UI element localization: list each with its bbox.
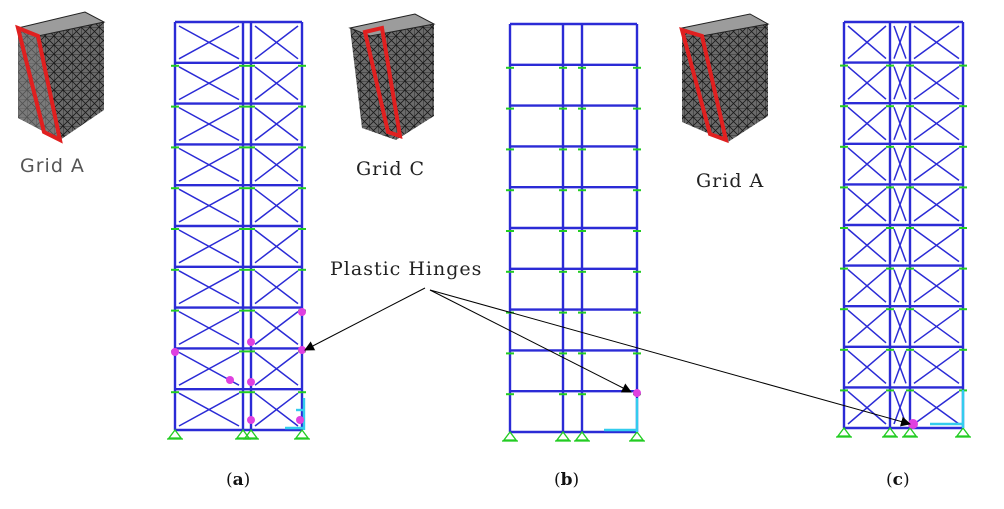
support-icon [502, 430, 518, 441]
brace [913, 268, 960, 303]
plastic-hinge-icon [247, 416, 255, 424]
brace [254, 66, 299, 101]
brace [254, 107, 299, 141]
frame-b [502, 22, 645, 442]
brace [893, 228, 907, 262]
brace [178, 25, 240, 60]
support-icon [629, 430, 645, 441]
support-icon [955, 426, 971, 437]
brace [178, 188, 240, 223]
brace [893, 106, 907, 141]
brace [893, 391, 907, 425]
plastic-hinge-icon [298, 308, 306, 316]
plastic-hinge-icon [247, 338, 255, 346]
brace [178, 106, 240, 142]
plastic-hinge-icon [296, 416, 304, 424]
brace [913, 228, 960, 263]
plastic-hinge-icon [226, 376, 234, 384]
building-thumbnail-2 [348, 13, 436, 140]
annotation-arrows [304, 287, 911, 427]
brace [893, 309, 907, 344]
brace [913, 106, 960, 141]
brace [847, 187, 887, 222]
grid-highlight [15, 24, 63, 144]
building-thumbnail-3 [679, 13, 770, 144]
brace [178, 229, 240, 264]
brace [178, 392, 240, 427]
plastic-hinge-icon [298, 346, 306, 354]
brace [254, 311, 299, 345]
brace [847, 228, 887, 263]
brace [847, 66, 887, 100]
brace [913, 350, 960, 385]
frame-a [167, 20, 310, 440]
brace [893, 147, 907, 181]
plastic-hinge-icon [171, 348, 179, 356]
brace [254, 392, 299, 427]
caption-a: (a) [226, 470, 251, 490]
brace [847, 350, 887, 384]
frame-c [836, 20, 971, 438]
support-icon [902, 426, 918, 437]
brace [254, 229, 299, 264]
support-icon [574, 430, 590, 441]
brace [893, 350, 907, 384]
brace [893, 25, 907, 59]
brace [178, 270, 240, 305]
arrow-to-frame-c [429, 289, 911, 427]
brace [913, 25, 960, 60]
grid-highlight [679, 27, 729, 144]
building-thumbnail-1 [15, 11, 106, 144]
support-icon [836, 426, 852, 437]
grid-a-label-right: Grid A [696, 170, 765, 192]
brace [254, 188, 299, 223]
brace [893, 188, 907, 222]
brace [254, 270, 299, 305]
support-icon [882, 426, 898, 437]
brace [178, 310, 240, 346]
support-icon [555, 430, 571, 441]
brace [913, 147, 960, 182]
brace [847, 147, 887, 181]
brace [913, 309, 960, 344]
brace [254, 147, 299, 182]
brace [913, 65, 960, 100]
brace [893, 66, 907, 100]
grid-a-label-left: Grid A [20, 155, 85, 177]
brace [847, 269, 887, 303]
support-icon [167, 428, 183, 439]
brace [254, 25, 299, 60]
support-icon [235, 428, 251, 439]
brace [893, 269, 907, 303]
plastic-hinges-label: Plastic Hinges [330, 258, 483, 280]
brace [913, 187, 960, 222]
grid-highlight [362, 25, 403, 139]
brace [847, 106, 887, 141]
brace [847, 309, 887, 344]
brace [847, 25, 887, 60]
plastic-hinge-icon [633, 389, 641, 397]
brace [178, 147, 240, 182]
plastic-hinge-icon [247, 378, 255, 386]
grid-c-label: Grid C [356, 158, 426, 180]
brace [847, 390, 887, 425]
arrow-to-frame-b [429, 289, 632, 393]
brace [254, 351, 299, 386]
brace [178, 66, 240, 101]
support-icon [243, 428, 259, 439]
brace [178, 351, 240, 386]
caption-c: (c) [886, 470, 910, 490]
brace [913, 390, 960, 425]
arrow-to-frame-a [304, 287, 426, 351]
support-icon [294, 428, 310, 439]
caption-b: (b) [554, 470, 580, 490]
